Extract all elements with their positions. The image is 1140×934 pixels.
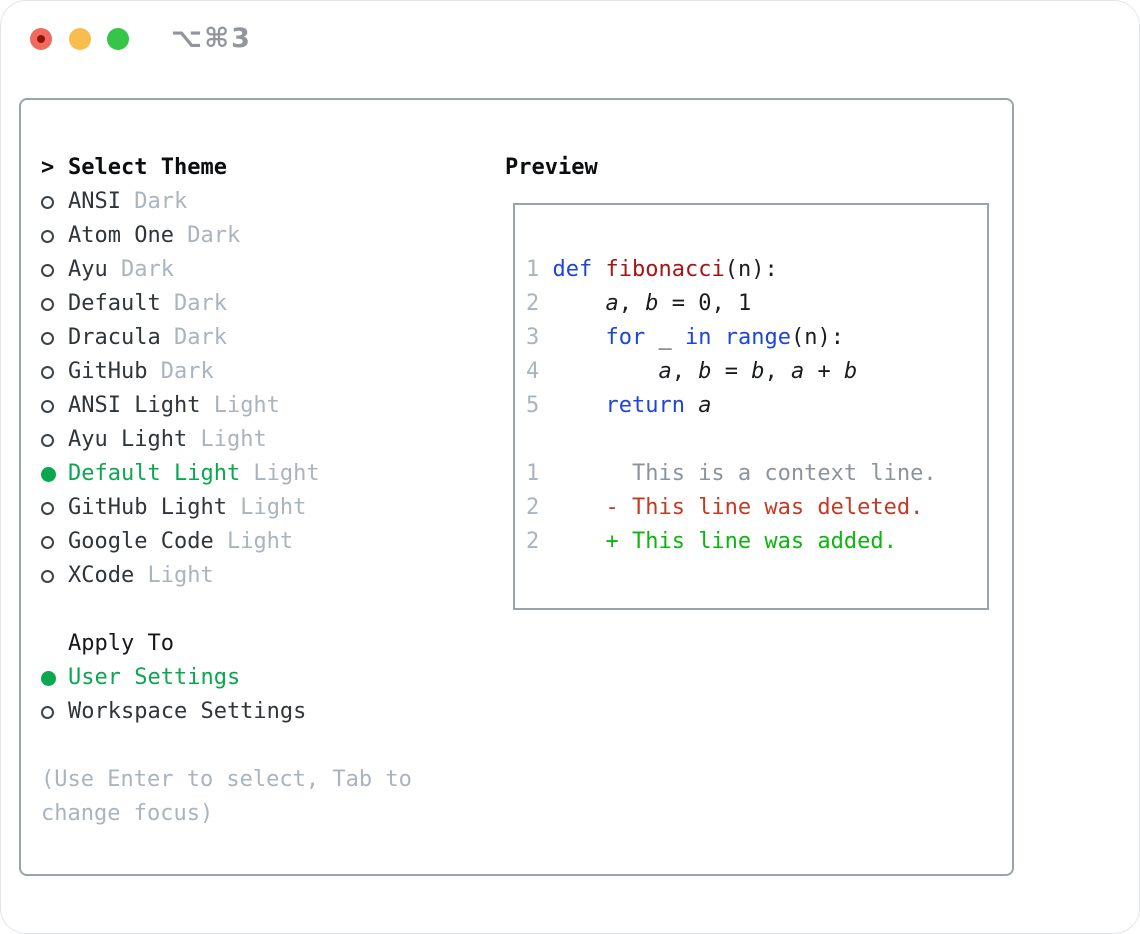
option-variant-label: Dark <box>107 257 174 282</box>
option-label: Default <box>68 291 161 316</box>
option-label: GitHub <box>68 359 148 384</box>
theme-option-ansi[interactable]: ANSI Dark <box>41 185 320 219</box>
radio-unselected-icon <box>41 263 68 277</box>
preview-line <box>526 423 987 457</box>
close-button[interactable] <box>30 28 52 50</box>
radio-selected-icon <box>41 466 68 482</box>
option-label: Workspace Settings <box>68 699 307 724</box>
theme-option-atom-one[interactable]: Atom One Dark <box>41 219 320 253</box>
preview-box: 1 def fibonacci(n): 2 a, b = 0, 1 3 for _ … <box>513 203 989 610</box>
apply-to-title: Apply To <box>68 631 174 656</box>
keyboard-shortcut-label: ⌥⌘3 <box>171 23 252 54</box>
preview-line: 1 def fibonacci(n): <box>526 257 778 282</box>
option-label: ANSI <box>68 189 121 214</box>
radio-unselected-icon <box>41 535 68 549</box>
radio-unselected-icon <box>41 195 68 209</box>
option-variant-label: Dark <box>160 325 227 350</box>
option-label: Dracula <box>68 325 161 350</box>
title-bar: ⌥⌘3 <box>1 1 1139 77</box>
radio-unselected-icon <box>41 399 68 413</box>
radio-unselected-icon <box>41 297 68 311</box>
apply-option-workspace-settings[interactable]: Workspace Settings <box>41 695 306 729</box>
preview-line: 4 a, b = b, a + b <box>526 359 858 384</box>
option-variant-label: Light <box>213 529 294 554</box>
option-variant-label: Light <box>200 393 280 418</box>
option-variant-label: Dark <box>160 291 227 316</box>
theme-option-default-light[interactable]: Default Light Light <box>41 457 320 491</box>
theme-option-google-code[interactable]: Google Code Light <box>41 525 320 559</box>
theme-list-title: Select Theme <box>68 155 227 180</box>
option-label: Default Light <box>68 461 241 486</box>
line-number: 1 <box>526 461 540 486</box>
radio-unselected-icon <box>41 229 68 243</box>
theme-option-dracula[interactable]: Dracula Dark <box>41 321 320 355</box>
theme-option-ansi-light[interactable]: ANSI Light Light <box>41 389 320 423</box>
option-label: Ayu Light <box>68 427 188 452</box>
option-variant-label: Dark <box>147 359 214 384</box>
option-variant-label: Dark <box>120 189 188 214</box>
help-text: (Use Enter to select, Tab to change focu… <box>41 767 412 826</box>
line-number: 2 <box>526 529 540 554</box>
theme-option-ayu[interactable]: Ayu Dark <box>41 253 320 287</box>
option-label: Ayu <box>68 257 108 282</box>
apply-to-header: Apply To <box>41 627 306 661</box>
line-number: 2 <box>526 495 540 520</box>
preview-title: Preview <box>505 155 598 180</box>
focus-caret-icon: > <box>41 155 55 180</box>
preview-line: 3 for _ in range(n): <box>526 325 844 350</box>
radio-unselected-icon <box>41 705 68 719</box>
minimize-button[interactable] <box>69 28 91 50</box>
theme-option-ayu-light[interactable]: Ayu Light Light <box>41 423 320 457</box>
radio-unselected-icon <box>41 331 68 345</box>
option-label: XCode <box>68 563 135 588</box>
theme-option-github[interactable]: GitHub Dark <box>41 355 320 389</box>
radio-unselected-icon <box>41 365 68 379</box>
preview-line: 5 return a <box>526 393 712 418</box>
apply-option-user-settings[interactable]: User Settings <box>41 661 306 695</box>
option-label: Google Code <box>68 529 214 554</box>
line-number: 1 <box>526 257 540 282</box>
theme-option-github-light[interactable]: GitHub Light Light <box>41 491 320 525</box>
option-label: ANSI Light <box>68 393 201 418</box>
radio-unselected-icon <box>41 569 68 583</box>
line-number: 4 <box>526 359 540 384</box>
line-number: 2 <box>526 291 540 316</box>
preview-line: 2 + This line was added. <box>526 529 897 554</box>
option-variant-label: Light <box>226 495 307 520</box>
option-variant-label: Light <box>187 427 267 452</box>
theme-list-header: > Select Theme <box>41 151 320 185</box>
line-number: 5 <box>526 393 540 418</box>
option-variant-label: Light <box>134 563 214 588</box>
option-variant-label: Light <box>240 461 320 486</box>
option-label: Atom One <box>68 223 174 248</box>
option-variant-label: Dark <box>173 223 241 248</box>
preview-line: 1 This is a context line. <box>526 461 937 486</box>
option-label: User Settings <box>68 665 241 690</box>
radio-unselected-icon <box>41 501 68 515</box>
radio-selected-icon <box>41 670 68 686</box>
line-number: 3 <box>526 325 540 350</box>
preview-line: 2 a, b = 0, 1 <box>526 291 752 316</box>
option-label: GitHub Light <box>68 495 227 520</box>
theme-option-xcode[interactable]: XCode Light <box>41 559 320 593</box>
preview-line: 2 - This line was deleted. <box>526 495 924 520</box>
zoom-button[interactable] <box>107 28 129 50</box>
theme-option-default[interactable]: Default Dark <box>41 287 320 321</box>
radio-unselected-icon <box>41 433 68 447</box>
